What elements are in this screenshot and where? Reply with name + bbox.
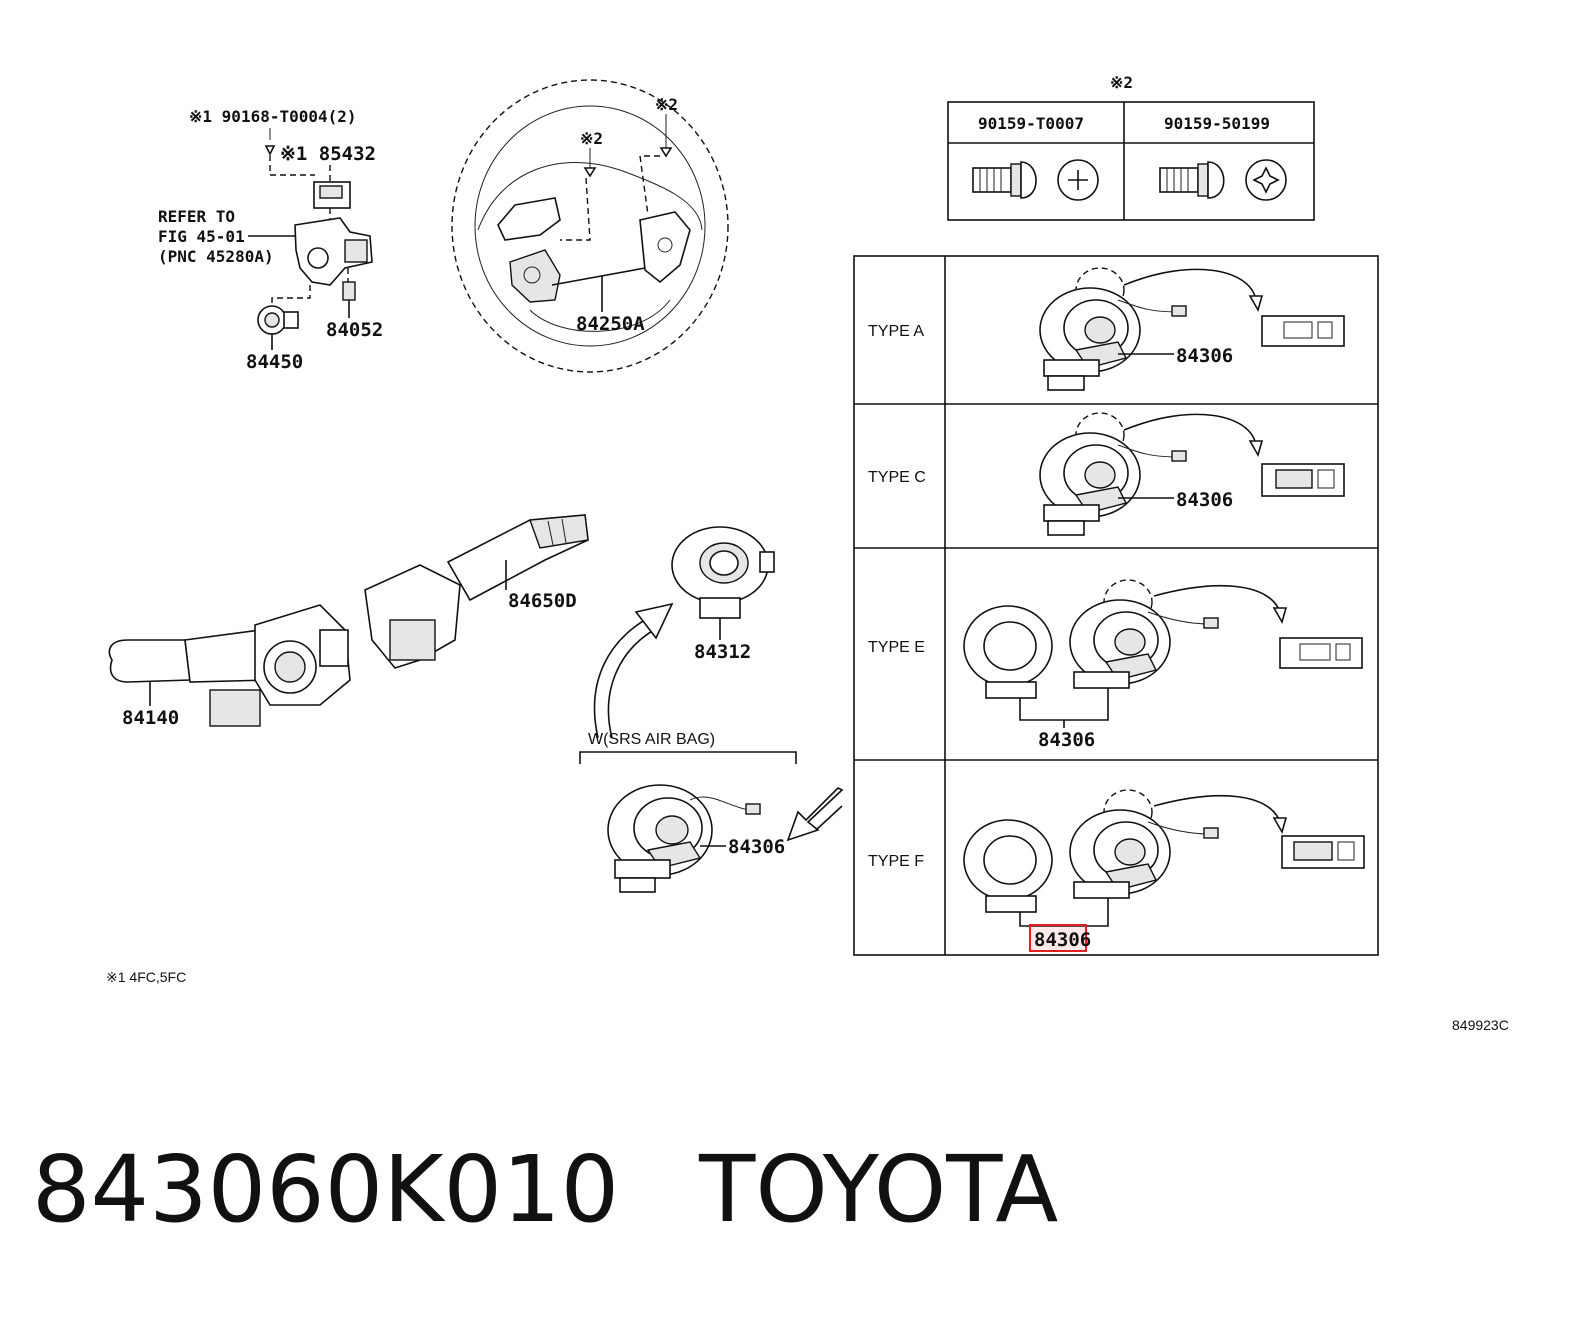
refer-line-1: REFER TO — [158, 207, 235, 226]
steering-column-group: ※1 90168-T0004(2) ※1 85432 REFER TO FIG … — [158, 107, 383, 373]
clock-spring-84306-main — [607, 784, 761, 893]
part-title-bar: 843060K010 TOYOTA — [32, 1135, 1138, 1245]
table-note: ※2 — [1110, 73, 1133, 92]
type-table: TYPE A TYPE C TYPE E TYPE F 84306 — [853, 255, 1379, 956]
type-f-part: 84306 — [1034, 929, 1091, 951]
type-a-connector-icon — [1261, 315, 1345, 347]
left-switch-84250A — [509, 249, 561, 303]
note-90168: ※1 90168-T0004(2) — [189, 107, 357, 126]
type-f-label: TYPE F — [868, 853, 924, 870]
pointer-arrow — [786, 787, 844, 842]
type-a-clock-spring: 84306 — [1039, 267, 1345, 391]
type-f-part-highlight — [1029, 924, 1087, 952]
lever-84140 — [108, 639, 191, 683]
screw-90159-T0007-icon — [972, 159, 1099, 201]
footnote: ※1 4FC,5FC — [106, 969, 186, 985]
switch-84052-shape — [342, 281, 356, 301]
airbag-group-label: W(SRS AIR BAG) — [588, 731, 715, 748]
screw-header-1: 90159-T0007 — [978, 114, 1084, 133]
wheel-note-left: ※2 — [580, 129, 603, 148]
type-e-connector-icon — [1279, 637, 1363, 669]
brand-name: TOYOTA — [699, 1136, 1059, 1243]
wheel-note-right: ※2 — [655, 95, 678, 114]
figure-code: 849923C — [1452, 1017, 1509, 1033]
curved-arrow — [593, 617, 649, 739]
type-e-label: TYPE E — [868, 639, 925, 656]
part-84052: 84052 — [326, 319, 383, 341]
refer-line-3: (PNC 45280A) — [158, 247, 274, 266]
part-84450: 84450 — [246, 351, 303, 373]
type-f-clock-spring: 84306 — [963, 789, 1365, 952]
type-e-part: 84306 — [1038, 729, 1095, 751]
srs-airbag-group: W(SRS AIR BAG) 84306 — [579, 731, 844, 893]
note-85432: ※1 85432 — [280, 143, 376, 165]
type-c-part: 84306 — [1176, 489, 1233, 511]
type-a-label: TYPE A — [868, 323, 924, 340]
steering-wheel-outline — [451, 79, 729, 373]
screw-table: ※2 90159-T0007 90159-50199 — [947, 73, 1315, 221]
part-84250A: 84250A — [576, 313, 645, 335]
type-e-clock-spring: 84306 — [963, 579, 1363, 751]
right-switch-84250A — [639, 211, 691, 284]
steering-lock-body — [294, 217, 373, 286]
part-84140: 84140 — [122, 707, 179, 729]
airbag-part-84306: 84306 — [728, 836, 785, 858]
refer-line-2: FIG 45-01 — [158, 227, 245, 246]
type-c-label: TYPE C — [868, 469, 926, 486]
screw-icon — [264, 145, 276, 156]
combination-switch-group: 84650D 84140 84312 — [108, 514, 775, 739]
part-number: 843060K010 — [32, 1136, 620, 1243]
type-c-clock-spring: 84306 — [1039, 412, 1345, 536]
part-84650D: 84650D — [508, 590, 577, 612]
screw-header-2: 90159-50199 — [1164, 114, 1270, 133]
part-84312: 84312 — [694, 641, 751, 663]
type-a-part: 84306 — [1176, 345, 1233, 367]
steering-wheel-group: ※2 ※2 84250A — [451, 79, 729, 373]
screw-90159-50199-icon — [1159, 159, 1287, 201]
